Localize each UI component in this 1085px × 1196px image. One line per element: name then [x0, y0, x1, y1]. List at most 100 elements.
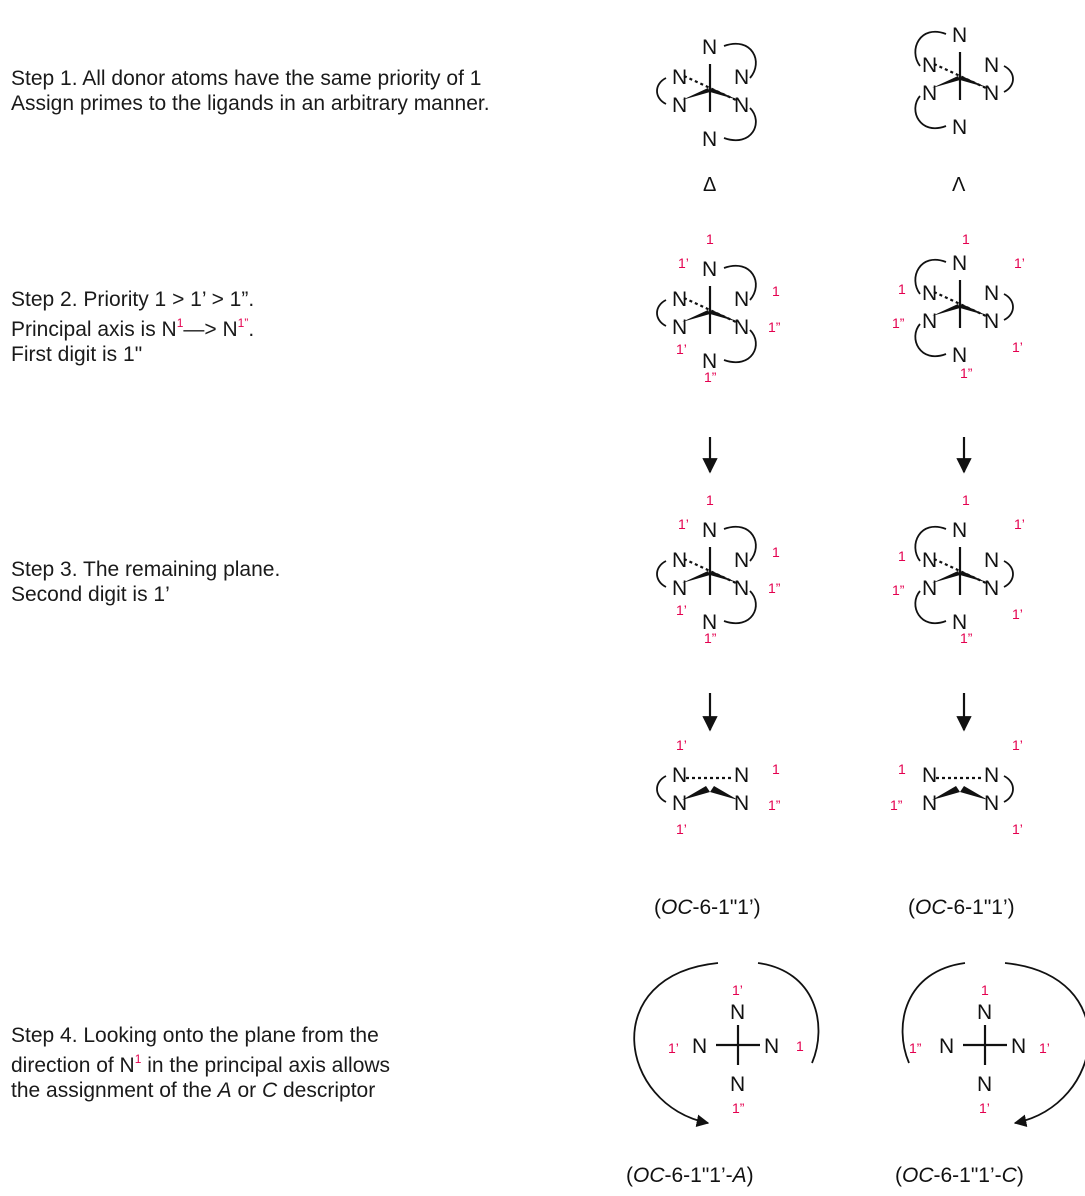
atom-n: N [984, 764, 999, 787]
atom-n: N [672, 316, 687, 339]
priority-label: 1 [706, 492, 714, 508]
atom-n: N [922, 82, 937, 105]
atom-n: N [734, 549, 749, 572]
atom-n: N [952, 344, 967, 367]
final-descriptor-right: (OC-6-1"1’-C) [895, 1164, 1024, 1187]
lambda-symbol: Λ [952, 174, 966, 196]
atom-n: N [734, 288, 749, 311]
atom-n: N [952, 116, 967, 139]
atom-n: N [922, 764, 937, 787]
step-4-descriptor-c: C [262, 1079, 278, 1102]
atom-n: N [922, 282, 937, 305]
projection-right: N N N N 1 1” 1’ 1’ [901, 962, 1085, 1127]
priority-label: 1’ [676, 341, 687, 357]
atom-n: N [672, 577, 687, 600]
step-2-axis-arrow: —> N [183, 318, 238, 341]
atom-n: N [952, 252, 967, 275]
priority-label: 1” [892, 315, 905, 331]
priority-label: 1” [890, 797, 903, 813]
atom-n: N [672, 94, 687, 117]
priority-label: 1’ [1039, 1040, 1050, 1056]
priority-label: 1 [962, 231, 970, 247]
priority-label: 1” [892, 582, 905, 598]
priority-label: 1” [768, 319, 781, 335]
atom-n: N [922, 549, 937, 572]
priority-label: 1’ [676, 821, 687, 837]
atom-n: N [702, 258, 717, 281]
atom-n: N [952, 611, 967, 634]
priority-label: 1’ [1014, 255, 1025, 271]
step-4-line-2: direction of N1 in the principal axis al… [11, 1048, 390, 1078]
atom-n: N [734, 316, 749, 339]
priority-label: 1” [768, 797, 781, 813]
priority-label: 1 [898, 761, 906, 777]
atom-n: N [734, 577, 749, 600]
atom-n: N [922, 792, 937, 815]
priority-label: 1 [772, 761, 780, 777]
atom-n: N [984, 282, 999, 305]
atom-n: N [702, 36, 717, 59]
step-2-axis-sup-2: 1” [237, 316, 249, 330]
step-4-assign-or: or [231, 1079, 262, 1102]
priority-label: 1 [772, 544, 780, 560]
step-2-line-1: Step 2. Priority 1 > 1’ > 1”. [11, 288, 255, 311]
priority-label: 1’ [1012, 821, 1023, 837]
delta-symbol: Δ [703, 174, 716, 196]
atom-n: N [977, 1001, 992, 1024]
final-descriptor-left: (OC-6-1"1’-A) [626, 1164, 754, 1187]
step-4-direction-sup: 1 [134, 1052, 142, 1066]
step-3-line-1: Step 3. The remaining plane. [11, 558, 281, 581]
priority-label: 1’ [979, 1100, 990, 1116]
priority-label: 1 [796, 1038, 804, 1054]
atom-n: N [922, 577, 937, 600]
atom-n: N [702, 350, 717, 373]
priority-label: 1’ [678, 516, 689, 532]
atom-n: N [672, 549, 687, 572]
atom-n: N [672, 792, 687, 815]
priority-label: 1’ [1014, 516, 1025, 532]
step-4-line-3: the assignment of the A or C descriptor [11, 1078, 390, 1103]
priority-label: 1’ [676, 737, 687, 753]
atom-n: N [734, 94, 749, 117]
step-4-direction-prefix: direction of N [11, 1054, 135, 1077]
priority-label: 1’ [676, 602, 687, 618]
step-4-direction-suffix: in the principal axis allows [141, 1054, 391, 1077]
atom-n: N [922, 310, 937, 333]
priority-label: 1’ [732, 982, 743, 998]
atom-n: N [952, 519, 967, 542]
priority-label: 1 [772, 283, 780, 299]
plane-left: N N N N 1’ 1 1” 1’ [656, 737, 781, 837]
priority-label: 1” [768, 580, 781, 596]
step-1-line-1: Step 1. All donor atoms have the same pr… [11, 67, 482, 90]
priority-label: 1 [898, 281, 906, 297]
priority-label: 1” [960, 630, 973, 646]
priority-label: 1’ [668, 1040, 679, 1056]
atom-n: N [984, 82, 999, 105]
priority-label: 1’ [678, 255, 689, 271]
plane-right: N N N N 1 1’ 1” 1’ [890, 737, 1023, 837]
atom-n: N [730, 1073, 745, 1096]
step-4-assign-suffix: descriptor [277, 1079, 376, 1102]
priority-label: 1” [960, 365, 973, 381]
priority-label: 1 [962, 492, 970, 508]
step-4-assign-prefix: the assignment of the [11, 1079, 218, 1102]
priority-label: 1” [704, 630, 717, 646]
atom-n: N [1011, 1035, 1026, 1058]
step-4-line-1: Step 4. Looking onto the plane from the [11, 1024, 379, 1047]
step-2-axis-suffix: . [248, 318, 255, 341]
priority-label: 1 [706, 231, 714, 247]
atom-n: N [952, 24, 967, 47]
priority-label: 1’ [1012, 606, 1023, 622]
atom-n: N [977, 1073, 992, 1096]
step-2-axis-prefix: Principal axis is N [11, 318, 177, 341]
atom-n: N [734, 66, 749, 89]
atom-n: N [692, 1035, 707, 1058]
octahedron-left-step-2: N N N N N N 1 1’ 1 1” 1’ 1” [656, 231, 781, 385]
octahedron-right-step-2: N N N N N N 1 1’ 1 1” 1’ 1” [892, 231, 1025, 381]
step-4-text: Step 4. Looking onto the plane from the … [11, 1023, 390, 1103]
atom-n: N [922, 54, 937, 77]
priority-label: 1” [732, 1100, 745, 1116]
step-3-line-2: Second digit is 1’ [11, 583, 170, 606]
atom-n: N [984, 577, 999, 600]
